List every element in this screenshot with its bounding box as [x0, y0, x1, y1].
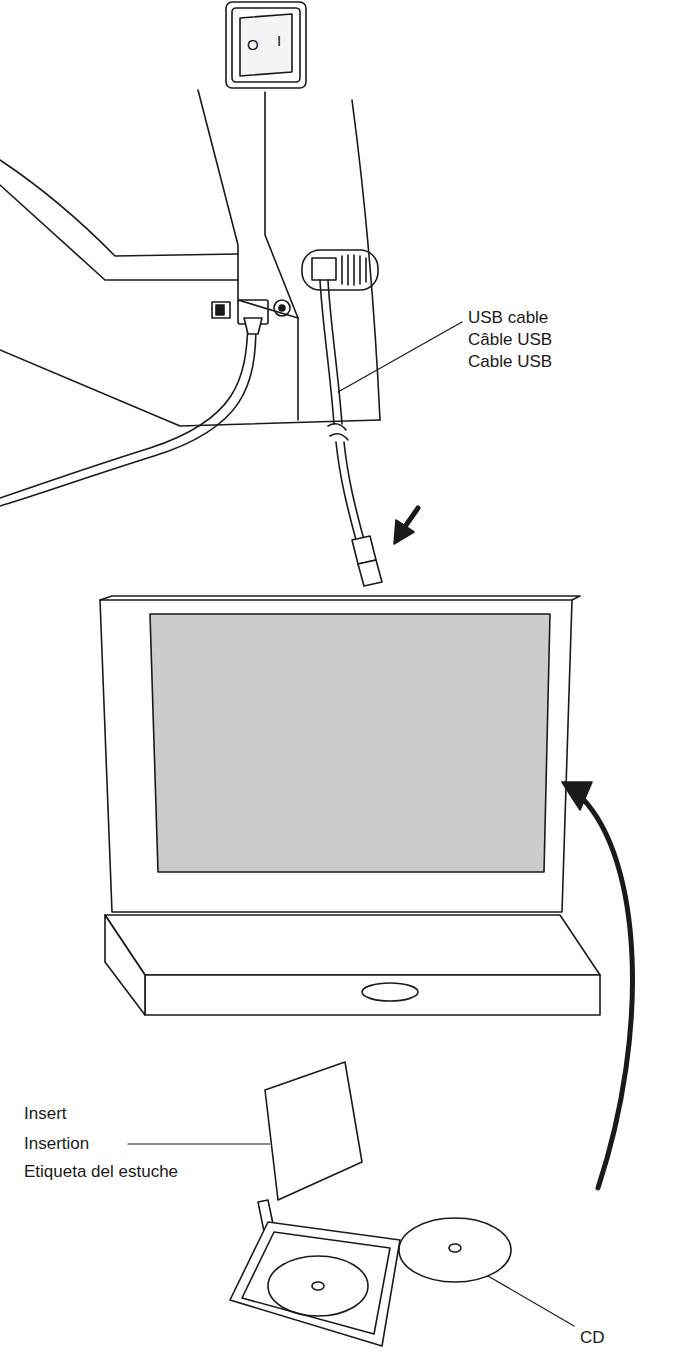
usb-cable	[320, 280, 462, 586]
cd-case	[128, 1062, 400, 1346]
part-name: Cable USB	[468, 352, 552, 372]
switch-on-symbol: I	[277, 33, 281, 49]
part-name: USB cable	[468, 308, 548, 328]
laptop	[100, 596, 600, 1015]
insert-arrow	[394, 508, 418, 544]
part-name: Insert	[24, 1104, 67, 1124]
switch-off-symbol: O	[247, 37, 259, 53]
move-arrow	[562, 782, 632, 1188]
power-cable	[0, 318, 262, 506]
part-name: Etiqueta del estuche	[24, 1162, 178, 1182]
part-name: CD	[580, 1328, 605, 1348]
part-name: Câble USB	[468, 330, 552, 350]
cd-disc	[399, 1218, 574, 1326]
machine-body	[0, 90, 380, 426]
part-name: Insertion	[24, 1134, 89, 1154]
power-switch-inset	[226, 2, 306, 88]
